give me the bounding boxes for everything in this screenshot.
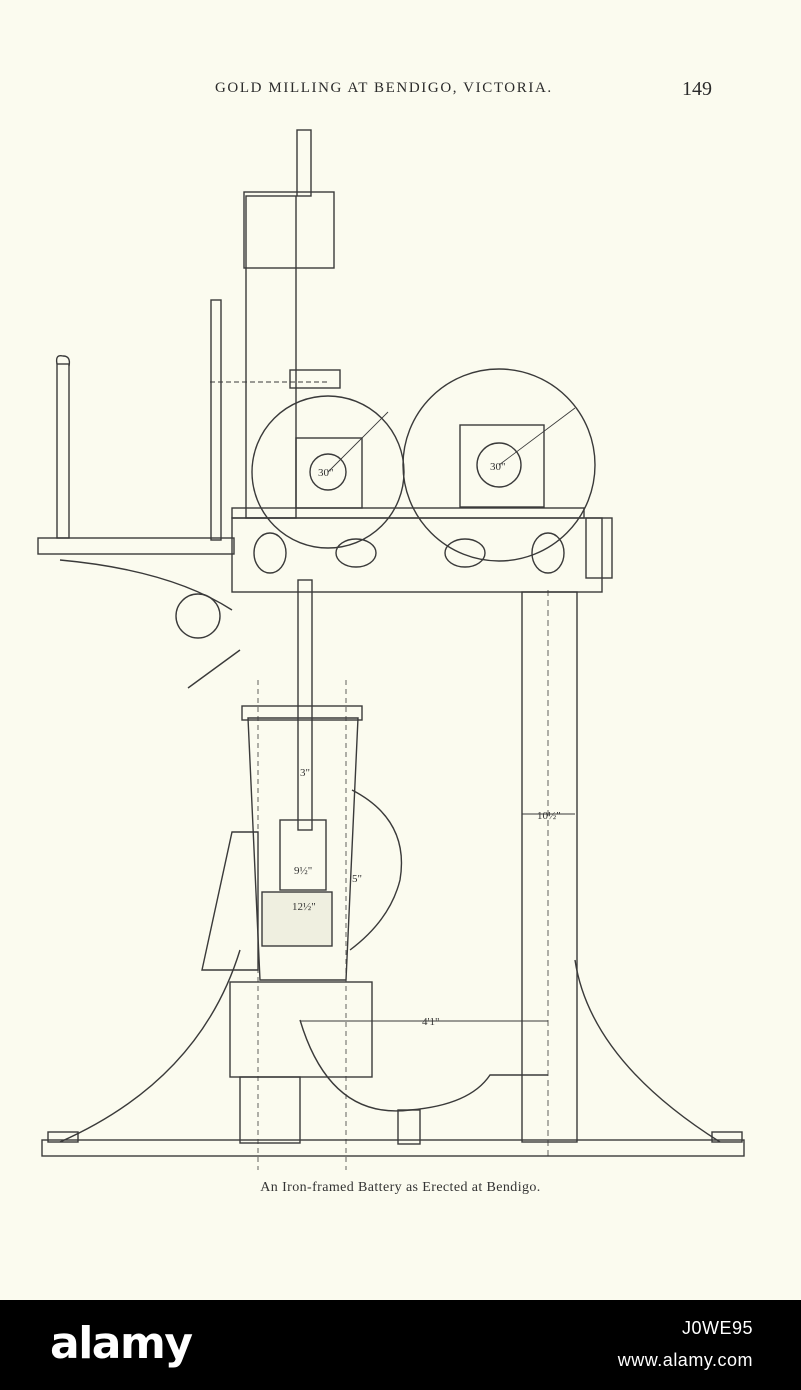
center-post <box>397 1109 421 1145</box>
label-die-lower: 12½" <box>292 901 316 913</box>
label-base-span: 4'1" <box>422 1016 439 1028</box>
mortar-side-lug <box>201 831 259 971</box>
running-title: GOLD MILLING AT BENDIGO, VICTORIA. <box>215 80 553 96</box>
alamy-logo: alamy <box>50 1318 193 1369</box>
brake-link <box>187 649 241 689</box>
stock-watermark-bar: alamy J0WE95 www.alamy.com <box>0 1300 801 1390</box>
pulley-left <box>251 395 405 549</box>
book-page: GOLD MILLING AT BENDIGO, VICTORIA. 149 <box>0 0 801 1300</box>
running-head: GOLD MILLING AT BENDIGO, VICTORIA. 149 <box>0 78 801 102</box>
base-foot-left <box>47 1131 79 1143</box>
stamp-shoe <box>279 819 327 891</box>
mortar-spout <box>349 789 403 951</box>
battery-engraving: 30" 30" 3" 10½" 9½" 12½" 5" 4'1" <box>0 120 801 1170</box>
figure-caption: An Iron-framed Battery as Erected at Ben… <box>260 1180 541 1195</box>
hand-lever-post <box>56 363 70 539</box>
mortar-rim <box>241 705 363 721</box>
anvil-block <box>229 981 373 1078</box>
lever-rod <box>210 299 222 541</box>
beam-top-plate <box>231 507 585 519</box>
label-pulley-left: 30" <box>318 467 334 479</box>
beam-hole-2 <box>335 538 377 568</box>
pulley-right <box>402 368 596 562</box>
lower-arch <box>299 1019 548 1112</box>
stamp-stem-top <box>296 129 312 197</box>
lever-arm <box>37 537 235 555</box>
anvil-foot <box>239 1076 301 1144</box>
main-beam <box>231 517 603 593</box>
bearing-left-bore <box>309 453 347 491</box>
pulley-right-radius <box>498 407 576 466</box>
left-flare <box>59 949 241 1143</box>
guide-column <box>245 195 297 519</box>
tappet-collar <box>289 369 341 389</box>
label-die-upper: 9½" <box>294 865 312 877</box>
pulley-left-radius <box>327 411 389 473</box>
page-number: 149 <box>682 78 712 100</box>
right-column <box>521 591 578 1143</box>
base-plate <box>41 1139 745 1157</box>
lever-brace <box>59 559 233 611</box>
die <box>261 891 333 947</box>
label-stem: 3" <box>300 767 310 779</box>
image-id: J0WE95 <box>681 1318 753 1338</box>
guide-cap <box>243 191 335 269</box>
right-flare <box>574 959 721 1143</box>
beam-hole-3 <box>444 538 486 568</box>
beam-end-cap <box>585 517 613 579</box>
label-column: 10½" <box>537 810 561 822</box>
bearing-right-bore <box>476 442 522 488</box>
bearing-left <box>295 437 363 509</box>
label-pulley-right: 30" <box>490 461 506 473</box>
label-mortar-side: 5" <box>352 873 362 885</box>
bearing-right <box>459 424 545 508</box>
hand-lever-knob <box>55 354 71 367</box>
beam-hole-1 <box>253 532 287 574</box>
beam-hole-4 <box>531 532 565 574</box>
counterweight <box>175 593 221 639</box>
stamp-stem <box>297 579 313 831</box>
site-url: www.alamy.com <box>617 1350 753 1370</box>
